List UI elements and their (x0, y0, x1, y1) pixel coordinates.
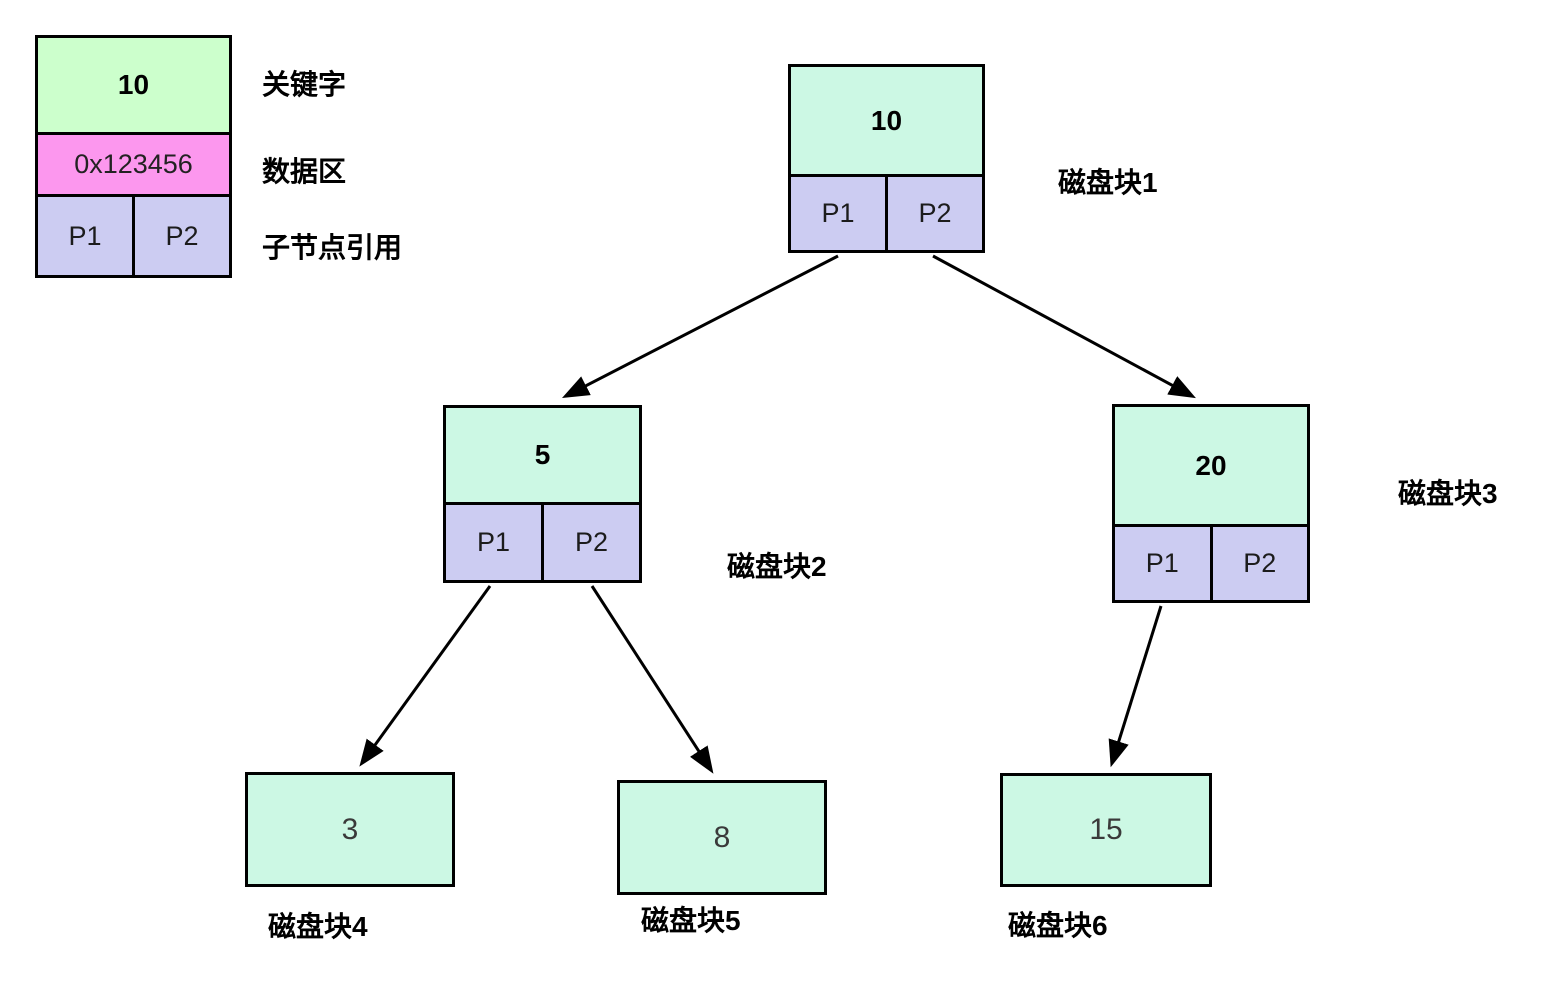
disk-block-1-node: 10 P1 P2 (788, 64, 985, 253)
disk-block-3-node: 20 P1 P2 (1112, 404, 1310, 603)
disk-block-1-label: 磁盘块1 (1058, 167, 1158, 198)
disk-block-1-key: 10 (791, 67, 982, 174)
disk-block-1-p1: P1 (791, 177, 885, 250)
disk-block-1-pointer-row: P1 P2 (791, 174, 982, 250)
legend-pointer-p2: P2 (132, 197, 229, 275)
disk-block-5-label: 磁盘块5 (641, 905, 741, 936)
disk-block-3-pointer-row: P1 P2 (1115, 524, 1307, 600)
legend-node-example: 10 0x123456 P1 P2 (35, 35, 232, 278)
arrow-block1-p1-to-block2 (561, 254, 839, 399)
legend-data-cell: 0x123456 (38, 132, 229, 194)
arrow-block2-p2-to-block5 (590, 585, 714, 774)
arrow-block1-p2-to-block3 (932, 254, 1196, 399)
disk-block-6-label: 磁盘块6 (1008, 910, 1108, 941)
legend-label-key: 关键字 (262, 69, 347, 100)
disk-block-1-p2: P2 (885, 177, 982, 250)
legend-pointer-p1: P1 (38, 197, 132, 275)
disk-block-3-p1: P1 (1115, 527, 1210, 600)
legend-label-pointers: 子节点引用 (262, 232, 403, 263)
disk-block-2-node: 5 P1 P2 (443, 405, 642, 583)
disk-block-2-p1: P1 (446, 505, 541, 580)
disk-block-4-label: 磁盘块4 (268, 911, 368, 942)
disk-block-2-label: 磁盘块2 (727, 551, 827, 582)
disk-block-6-node: 15 (1000, 773, 1212, 887)
arrow-block3-p1-to-block6 (1108, 605, 1163, 768)
disk-block-2-key: 5 (446, 408, 639, 502)
disk-block-3-p2: P2 (1209, 527, 1307, 600)
disk-block-5-node: 8 (617, 780, 827, 895)
disk-block-3-label: 磁盘块3 (1398, 478, 1498, 509)
legend-key-cell: 10 (38, 38, 229, 132)
legend-pointer-row: P1 P2 (38, 194, 229, 275)
disk-block-4-node: 3 (245, 772, 455, 887)
arrow-block2-p1-to-block4 (359, 585, 492, 767)
disk-block-3-key: 20 (1115, 407, 1307, 524)
disk-block-2-p2: P2 (541, 505, 639, 580)
disk-block-2-pointer-row: P1 P2 (446, 502, 639, 580)
legend-label-data: 数据区 (262, 156, 347, 187)
